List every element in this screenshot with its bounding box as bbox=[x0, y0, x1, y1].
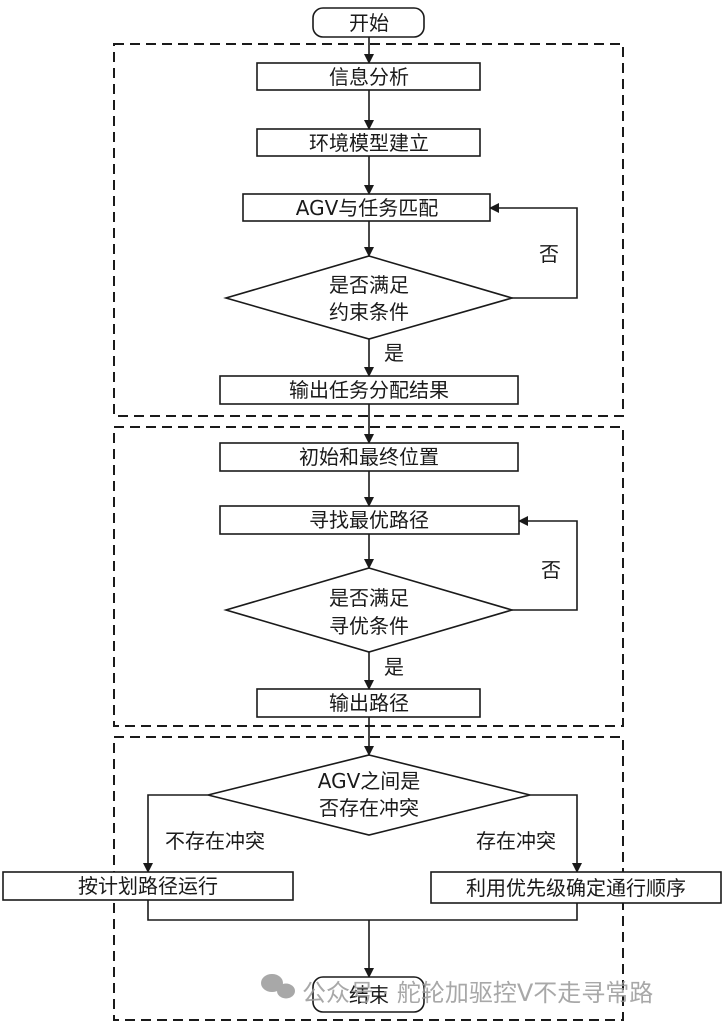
path-output-label: 输出路径 bbox=[329, 691, 409, 715]
assignment-output-label: 输出任务分配结果 bbox=[289, 378, 449, 402]
conflict-decision-label-1: AGV之间是 bbox=[318, 769, 421, 793]
agv-task-match-box bbox=[242, 193, 491, 222]
no-branch-label-1: 否 bbox=[539, 242, 559, 266]
no-branch-label-2: 否 bbox=[541, 558, 561, 582]
constraint-decision-label-1: 是否满足 bbox=[329, 273, 409, 297]
info-analysis-box bbox=[256, 62, 481, 91]
yes-branch-label-1: 是 bbox=[384, 341, 404, 365]
planned-path-run-box bbox=[2, 871, 294, 901]
init-final-position-label: 初始和最终位置 bbox=[299, 445, 439, 469]
assignment-output-box bbox=[219, 375, 519, 405]
optimization-decision bbox=[223, 567, 515, 653]
constraint-decision-label-2: 约束条件 bbox=[329, 300, 409, 324]
init-final-position-box bbox=[219, 442, 519, 472]
path-output-box bbox=[256, 688, 481, 718]
environment-model-box bbox=[256, 128, 481, 157]
priority-order-label: 利用优先级确定通行顺序 bbox=[466, 876, 686, 900]
conflict-decision-label-2: 否存在冲突 bbox=[319, 796, 419, 820]
has-conflict-label: 存在冲突 bbox=[476, 829, 556, 853]
priority-order-box bbox=[430, 871, 722, 904]
wechat-icon bbox=[261, 974, 295, 999]
find-optimal-path-label: 寻找最优路径 bbox=[309, 508, 429, 532]
yes-branch-label-2: 是 bbox=[384, 655, 404, 679]
watermark: 公众号 · 舵轮加驱控V不走寻常路 bbox=[261, 974, 653, 1007]
optimization-decision-label-2: 寻优条件 bbox=[329, 614, 409, 638]
constraint-decision bbox=[223, 255, 515, 340]
info-analysis-label: 信息分析 bbox=[329, 65, 409, 89]
task-allocation-section bbox=[113, 43, 624, 417]
environment-model-label: 环境模型建立 bbox=[309, 131, 429, 155]
agv-task-match-label: AGV与任务匹配 bbox=[296, 196, 439, 220]
optimization-decision-label-1: 是否满足 bbox=[329, 586, 409, 610]
start-label: 开始 bbox=[349, 11, 389, 35]
conflict-decision bbox=[207, 754, 531, 836]
start-terminal bbox=[312, 7, 425, 38]
no-conflict-label: 不存在冲突 bbox=[165, 829, 265, 853]
end-terminal bbox=[312, 976, 425, 1013]
planned-path-run-label: 按计划路径运行 bbox=[78, 874, 218, 898]
watermark-text: 公众号 · 舵轮加驱控V不走寻常路 bbox=[302, 979, 653, 1007]
end-label: 结束 bbox=[349, 983, 389, 1007]
find-optimal-path-box bbox=[219, 505, 520, 535]
